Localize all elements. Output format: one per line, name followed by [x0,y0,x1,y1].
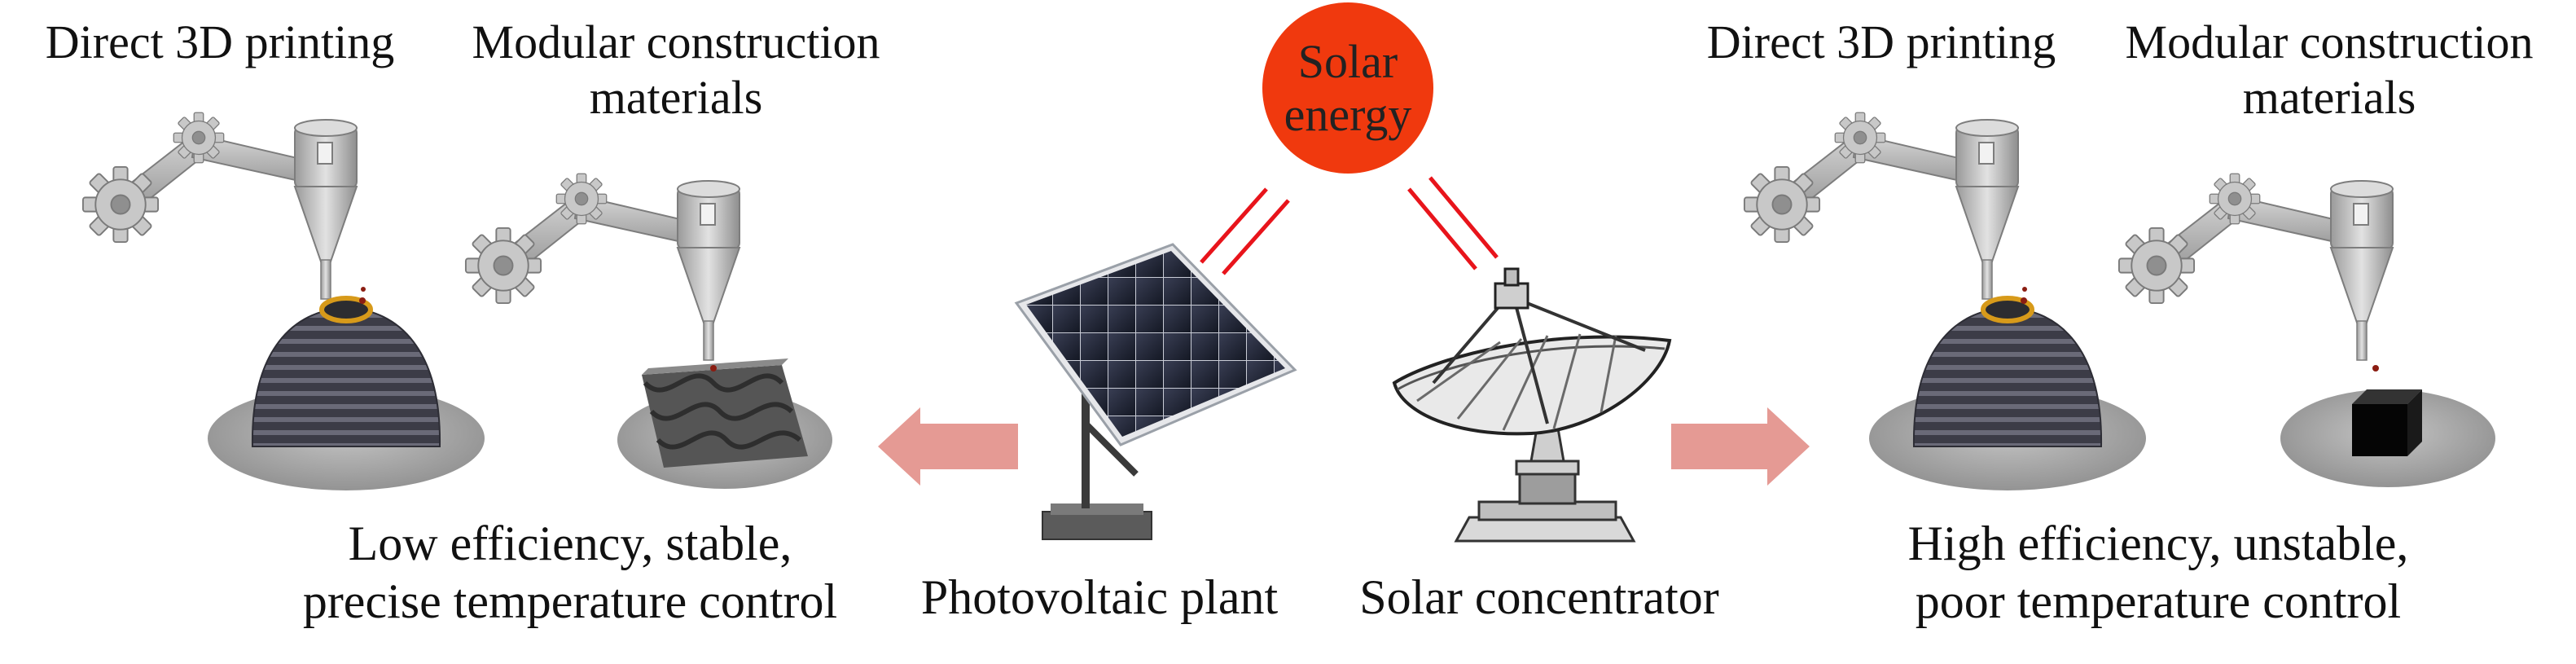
left-printing-label: Direct 3D printing [45,15,395,68]
photovoltaic-panel-icon [1014,243,1297,540]
left-caption: Low efficiency, stable, precise temperat… [302,517,838,628]
sun-icon [1200,2,1499,275]
solid-cube [2352,389,2422,456]
solar-concentrator-label: Solar concentrator [1359,570,1719,624]
photovoltaic-plant-label: Photovoltaic plant [920,570,1279,624]
sun-label: Solar energy [1254,35,1442,142]
solar-rays-left [1200,187,1290,275]
left-modular-material-illustration [466,174,832,489]
right-direct-printing-illustration [1744,112,2146,490]
solar-concentrator-icon [1392,267,1672,543]
right-modular-label: Modular construction materials [2125,15,2534,125]
printed-dome [251,306,441,447]
left-arrow-icon [878,407,1018,486]
sun-label-line1: Solar [1297,35,1398,88]
right-caption: High efficiency, unstable, poor temperat… [1907,517,2409,628]
left-modular-label: Modular construction materials [472,15,880,125]
printed-dome [1912,306,2103,447]
sun-label-line2: energy [1284,87,1412,141]
right-modular-material-illustration [2119,174,2495,487]
left-direct-printing-illustration [83,112,485,490]
right-printing-label: Direct 3D printing [1706,15,2056,68]
solar-rays-right [1407,176,1499,270]
right-arrow-icon [1671,407,1810,486]
lattice-block [642,358,808,468]
sun-circle [1262,2,1433,174]
